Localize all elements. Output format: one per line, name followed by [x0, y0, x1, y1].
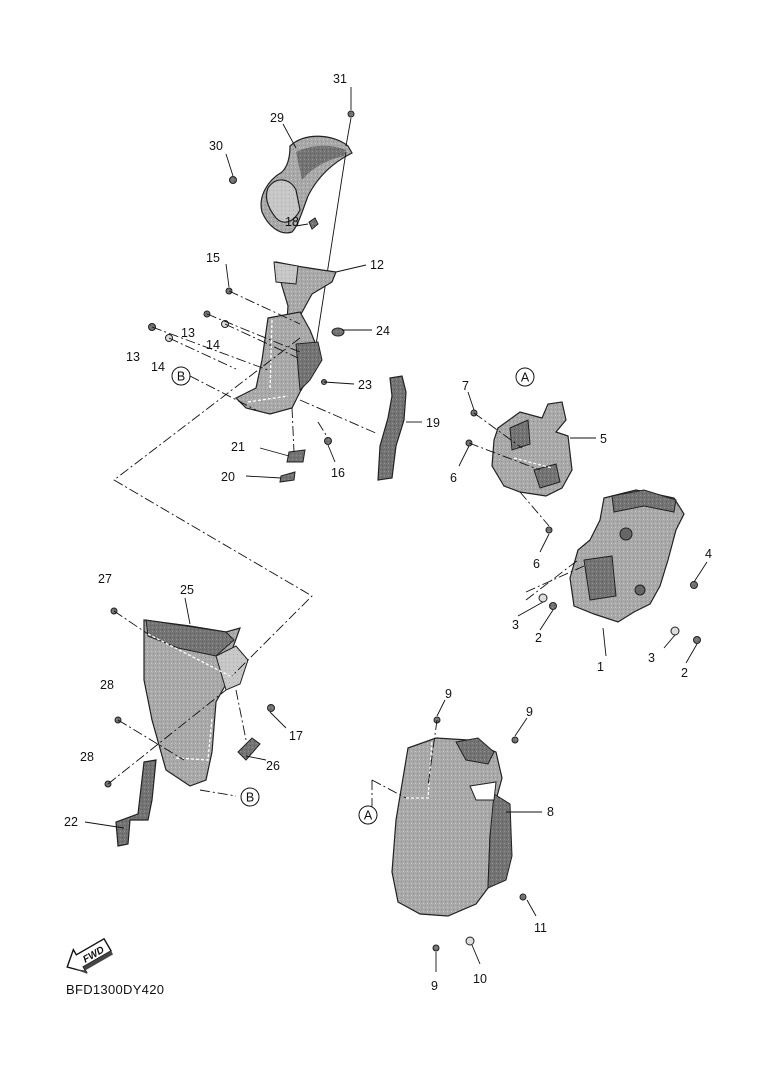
callout-31: 31	[333, 72, 347, 86]
washer-10	[465, 936, 475, 946]
reference-markers: B B A A	[171, 366, 535, 825]
callout-28-a: 28	[100, 678, 114, 692]
callout-17: 17	[289, 729, 303, 743]
callout-2-a: 2	[535, 631, 542, 645]
cover-part-25	[143, 619, 241, 787]
callout-26: 26	[266, 759, 280, 773]
callout-30: 30	[209, 139, 223, 153]
clip-17	[267, 704, 275, 712]
clip-16	[324, 437, 332, 445]
callout-18: 18	[285, 215, 299, 229]
clip-part-18	[308, 217, 319, 230]
bracket-body-shade	[295, 341, 323, 392]
callout-23: 23	[358, 378, 372, 392]
marker-b-ring-upper	[171, 366, 191, 386]
bracket-part-1-side	[583, 555, 617, 601]
callout-7: 7	[462, 379, 469, 393]
strip-part-22	[115, 759, 157, 847]
callout-labels: 31 29 30 18 12 15 13 14 24 13 14 23 19 2…	[64, 72, 712, 993]
callout-19: 19	[426, 416, 440, 430]
callout-13-b: 13	[126, 350, 140, 364]
side-cover-group	[104, 607, 275, 847]
screw-6-b	[545, 526, 553, 534]
bolt-2-b	[693, 636, 701, 644]
marker-a-lower: A	[364, 809, 373, 823]
bracket-hole-2	[634, 584, 646, 596]
callout-28-b: 28	[80, 750, 94, 764]
callout-3-b: 3	[648, 651, 655, 665]
callout-5: 5	[600, 432, 607, 446]
marker-b-upper: B	[177, 370, 185, 384]
cover-part-8-side	[487, 793, 513, 889]
screw-9-b	[511, 736, 519, 744]
callout-27: 27	[98, 572, 112, 586]
mid-bracket-group	[465, 401, 573, 534]
nut-part-30	[229, 176, 237, 184]
fwd-arrow-icon: FWD	[66, 937, 114, 974]
duct-bracket-group	[225, 261, 345, 415]
callout-9-a: 9	[445, 687, 452, 701]
seal-parts-group	[279, 375, 407, 483]
upper-deflector-group	[229, 110, 355, 346]
bolt-2-a	[549, 602, 557, 610]
cover-part-25-lip	[215, 645, 249, 691]
callout-1: 1	[597, 660, 604, 674]
callout-9-c: 9	[431, 979, 438, 993]
marker-a-upper: A	[521, 371, 530, 385]
pad-21	[286, 449, 306, 463]
callout-24: 24	[376, 324, 390, 338]
callout-14-b: 14	[151, 360, 165, 374]
callout-14-a: 14	[206, 338, 220, 352]
callout-20: 20	[221, 470, 235, 484]
cover-part-8	[391, 737, 503, 917]
callout-8: 8	[547, 805, 554, 819]
duct-panel-12-top	[273, 261, 299, 285]
callout-11: 11	[534, 921, 547, 935]
callout-4: 4	[705, 547, 712, 561]
marker-a-ring-upper	[515, 367, 535, 387]
callout-6-a: 6	[450, 471, 457, 485]
main-bracket-group	[538, 489, 701, 644]
callout-3-a: 3	[512, 618, 519, 632]
callout-16: 16	[331, 466, 345, 480]
bolt-part-31	[347, 110, 355, 118]
callout-22: 22	[64, 815, 78, 829]
marker-a-ring-lower	[358, 805, 378, 825]
washer-3-a	[538, 593, 548, 603]
bracket-hole	[619, 527, 633, 541]
callout-15: 15	[206, 251, 220, 265]
callout-6-b: 6	[533, 557, 540, 571]
callout-29: 29	[270, 111, 284, 125]
callout-21: 21	[231, 440, 245, 454]
cover-part-8-notch	[469, 781, 497, 801]
leader-lines	[84, 87, 708, 972]
bolt-4	[690, 581, 698, 589]
seal-strip-19	[377, 375, 407, 481]
washer-3-b	[670, 626, 680, 636]
strip-part-26	[237, 737, 261, 761]
lower-cover-group	[391, 716, 527, 952]
grommet-24	[331, 327, 345, 337]
cover-part-8-top	[455, 737, 495, 765]
marker-b-lower: B	[246, 791, 254, 805]
screw-11	[519, 893, 527, 901]
deflector-edge-shade	[296, 145, 346, 180]
marker-b-ring-lower	[240, 787, 260, 807]
bracket-part-5-shade2	[533, 463, 561, 489]
callout-25: 25	[180, 583, 194, 597]
callout-10: 10	[473, 972, 487, 986]
callout-9-b: 9	[526, 705, 533, 719]
screw-9-c	[432, 944, 440, 952]
callout-2-b: 2	[681, 666, 688, 680]
deflector-inner-fold	[265, 179, 301, 223]
callout-12: 12	[370, 258, 384, 272]
callout-13-a: 13	[181, 326, 195, 340]
drawing-code: BFD1300DY420	[66, 982, 164, 997]
bracket-part-1-top	[611, 489, 677, 513]
pad-20	[279, 471, 296, 483]
